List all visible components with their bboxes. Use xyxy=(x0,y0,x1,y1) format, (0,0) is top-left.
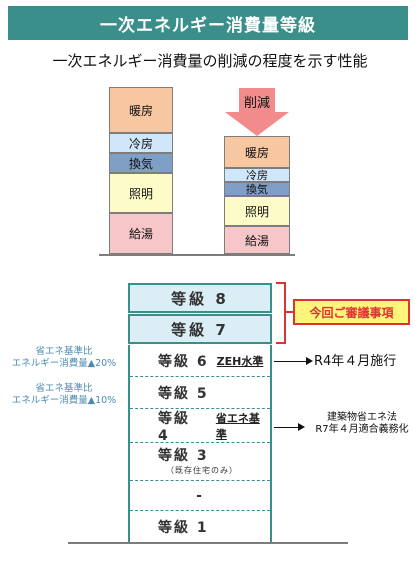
grade-4-row: 等級 4 省エネ基準 xyxy=(130,409,270,444)
callout-bracket xyxy=(276,282,286,344)
law-note-line-2: R7年４月適合義務化 xyxy=(315,424,409,435)
grade-1-label: 等級 1 xyxy=(158,519,209,536)
grade-2-label: - xyxy=(196,487,204,504)
grade-6-reduction-note: 省エネ基準比 エネルギー消費量▲20% xyxy=(0,346,128,370)
grade-1-row: 等級 1 xyxy=(130,511,270,542)
zeh-enforcement-note: R4年４月施行 xyxy=(314,354,397,369)
grade-3-label: 等級 3 xyxy=(158,448,209,464)
grade-3-note: （既存住宅のみ） xyxy=(166,466,238,475)
after-cooling-label: 冷房 xyxy=(246,169,268,182)
grade-5-note-line-2: エネルギー消費量▲10% xyxy=(11,395,117,406)
zeh-arrow-line xyxy=(274,361,308,362)
energy-standard-arrow-line xyxy=(274,427,300,428)
energy-standard-arrow-icon xyxy=(298,423,305,431)
grade-5-label: 等級 5 xyxy=(158,385,209,402)
grade-divider xyxy=(130,442,270,443)
grade-8-box: 等級 8 xyxy=(128,283,272,313)
grade-7-label: 等級 7 xyxy=(171,320,229,339)
deliberation-callout: 今回ご審議事項 xyxy=(293,299,410,325)
grade-divider xyxy=(130,480,270,481)
chart-baseline xyxy=(99,254,295,256)
before-heating-segment: 暖房 xyxy=(109,87,173,133)
deliberation-callout-label: 今回ご審議事項 xyxy=(309,305,394,320)
zeh-arrow-icon xyxy=(306,357,313,365)
after-hot-water-label: 給湯 xyxy=(244,233,269,248)
grade-7-box: 等級 7 xyxy=(128,314,272,344)
ground-line xyxy=(68,542,348,544)
reduction-label: 削減 xyxy=(243,96,270,111)
grade-5-reduction-note: 省エネ基準比 エネルギー消費量▲10% xyxy=(0,383,128,407)
reduction-arrow-icon xyxy=(225,88,289,136)
before-ventilation-segment: 換気 xyxy=(109,153,173,173)
after-ventilation-segment: 換気 xyxy=(224,182,290,196)
grade-divider xyxy=(130,376,270,377)
before-cooling-label: 冷房 xyxy=(128,136,153,151)
before-cooling-segment: 冷房 xyxy=(109,133,173,153)
before-hot-water-segment: 給湯 xyxy=(109,213,173,254)
grade-4-label: 等級 4 xyxy=(158,410,190,444)
before-lighting-segment: 照明 xyxy=(109,173,173,213)
grade-5-row: 等級 5 xyxy=(130,377,270,408)
after-cooling-segment: 冷房 xyxy=(224,168,290,182)
subtitle: 一次エネルギー消費量の削減の程度を示す性能 xyxy=(52,52,368,70)
law-note: 建築物省エネ法 R7年４月適合義務化 xyxy=(304,412,420,436)
grade-6-row: 等級 6 ZEH水準 xyxy=(130,346,270,376)
energy-standard-tag: 省エネ基準 xyxy=(215,411,260,441)
page-title: 一次エネルギー消費量等級 xyxy=(100,15,316,36)
before-heating-label: 暖房 xyxy=(128,103,153,118)
grade-6-label: 等級 6 xyxy=(158,354,209,370)
after-lighting-label: 照明 xyxy=(244,204,269,219)
after-ventilation-label: 換気 xyxy=(246,183,268,196)
callout-bracket-tick xyxy=(284,311,293,313)
after-heating-segment: 暖房 xyxy=(224,136,290,168)
grade-column xyxy=(128,345,272,542)
zeh-standard-tag: ZEH水準 xyxy=(216,355,264,368)
grade-divider xyxy=(130,408,270,409)
before-ventilation-label: 換気 xyxy=(128,156,153,171)
before-hot-water-label: 給湯 xyxy=(128,227,153,241)
after-heating-label: 暖房 xyxy=(244,145,269,160)
grade-2-row: - xyxy=(130,481,270,510)
law-note-line-1: 建築物省エネ法 xyxy=(327,412,397,423)
grade-6-note-line-2: エネルギー消費量▲20% xyxy=(11,358,117,369)
title-banner: 一次エネルギー消費量等級 xyxy=(8,6,408,40)
grade-5-note-line-1: 省エネ基準比 xyxy=(35,383,93,394)
grade-divider xyxy=(130,510,270,511)
before-lighting-label: 照明 xyxy=(128,186,153,201)
after-lighting-segment: 照明 xyxy=(224,196,290,226)
after-hot-water-segment: 給湯 xyxy=(224,226,290,254)
grade-3-row: 等級 3 xyxy=(130,445,270,465)
grade-6-note-line-1: 省エネ基準比 xyxy=(35,346,93,357)
grade-8-label: 等級 8 xyxy=(171,289,229,308)
